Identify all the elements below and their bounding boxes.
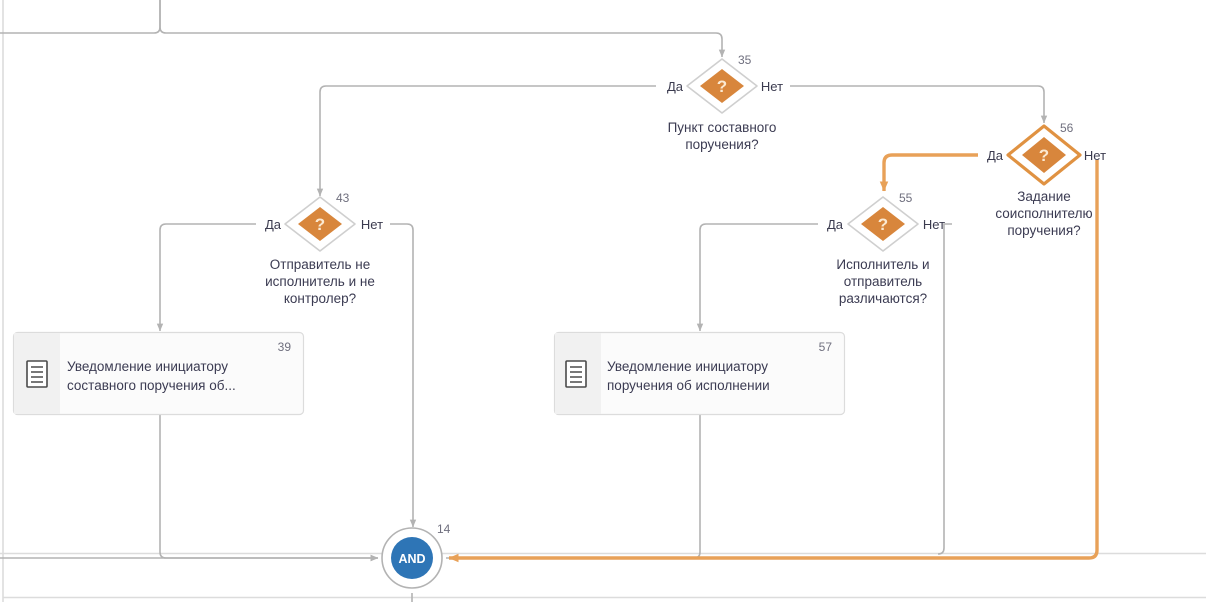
gateway-43-caption-line-2: исполнитель и не <box>265 274 375 289</box>
gateway-43-caption-line-1: Отправитель не <box>270 257 370 272</box>
and-gate-label: AND <box>398 552 425 566</box>
gateway-43-yes-label: Да <box>265 217 282 232</box>
edge-gw43-no-to-and <box>390 223 417 528</box>
gateway-43-caption-line-3: контролер? <box>284 291 356 306</box>
gateway-55-caption-line-1: Исполнитель и <box>836 257 929 272</box>
gateway-35-number: 35 <box>738 53 752 67</box>
gateway-56-yes-label: Да <box>987 148 1004 163</box>
edge-gw43-yes-to-task39 <box>156 223 256 332</box>
gateway-56-number: 56 <box>1060 121 1074 135</box>
and-gate-node-14[interactable]: AND 14 <box>381 522 451 589</box>
gateway-node-56[interactable]: ? 56 Да Нет Задание соисполнителю поруче… <box>987 121 1106 238</box>
task-57-number: 57 <box>819 340 833 354</box>
edge-gw35-no-to-gw56 <box>790 85 1048 124</box>
edge-trunk-top-left <box>0 0 161 34</box>
gateway-56-caption-line-3: поручения? <box>1007 223 1080 238</box>
gateway-node-43[interactable]: ? 43 Да Нет Отправитель не исполнитель и… <box>265 191 383 306</box>
task-39-label-line-2: составного поручения об... <box>67 378 236 393</box>
gateway-35-glyph: ? <box>717 77 727 96</box>
gateway-55-caption-line-2: отправитель <box>844 274 922 289</box>
edge-task39-to-and <box>159 415 379 562</box>
and-gate-disc <box>391 537 433 579</box>
task-57-label-line-1: Уведомление инициатору <box>607 359 768 374</box>
document-icon <box>26 360 48 388</box>
task-57-box[interactable] <box>553 331 846 416</box>
gateway-43-glyph: ? <box>315 215 325 234</box>
gateway-56-caption-line-1: Задание <box>1017 189 1071 204</box>
gateway-node-35[interactable]: ? 35 Да Нет Пункт составного поручения? <box>667 53 783 152</box>
edge-gw56-no-to-and-highlight <box>448 160 1099 563</box>
gateway-55-caption-line-3: различаются? <box>839 291 927 306</box>
task-39-number: 39 <box>278 340 292 354</box>
gateway-55-inner-diamond <box>861 207 905 241</box>
gateway-56-caption-line-2: соисполнителю <box>995 206 1092 221</box>
task-57-label-line-2: поручения об исполнении <box>607 378 770 393</box>
gateway-43-inner-diamond <box>298 207 342 241</box>
edge-gw55-no-to-and <box>937 223 952 555</box>
gateway-35-caption-line-1: Пункт составного <box>668 120 777 135</box>
gateway-55-no-label: Нет <box>923 217 945 232</box>
edge-gw55-yes-to-task57 <box>696 223 818 332</box>
gateway-35-caption-line-2: поручения? <box>685 137 758 152</box>
gateway-55-number: 55 <box>899 191 913 205</box>
gateway-56-glyph: ? <box>1039 146 1049 165</box>
gateway-35-inner-diamond <box>700 69 744 103</box>
gateway-55-glyph: ? <box>878 215 888 234</box>
gateway-43-number: 43 <box>336 191 350 205</box>
gateway-35-no-label: Нет <box>761 79 783 94</box>
task-node-39[interactable]: 39 Уведомление инициатору составного пор… <box>12 331 305 416</box>
gateway-56-inner-diamond <box>1022 137 1066 173</box>
document-icon <box>565 360 587 388</box>
gateway-43-no-label: Нет <box>361 217 383 232</box>
gateway-55-yes-label: Да <box>827 217 844 232</box>
task-39-box[interactable] <box>12 331 305 416</box>
gateway-56-no-label: Нет <box>1084 148 1106 163</box>
edge-gw35-yes-to-gw43 <box>316 85 656 197</box>
task-39-label-line-1: Уведомление инициатору <box>67 359 228 374</box>
gateway-node-55[interactable]: ? 55 Да Нет Исполнитель и отправитель ра… <box>827 191 945 306</box>
edges-highlight <box>448 153 1099 563</box>
edge-gw56-yes-to-gw55-highlight <box>879 153 978 192</box>
gateway-35-yes-label: Да <box>667 79 684 94</box>
and-gate-number: 14 <box>437 522 451 536</box>
edge-task57-to-and <box>446 415 701 559</box>
edge-trunk-to-gw35 <box>159 0 726 58</box>
task-node-57[interactable]: 57 Уведомление инициатору поручения об и… <box>553 331 846 416</box>
